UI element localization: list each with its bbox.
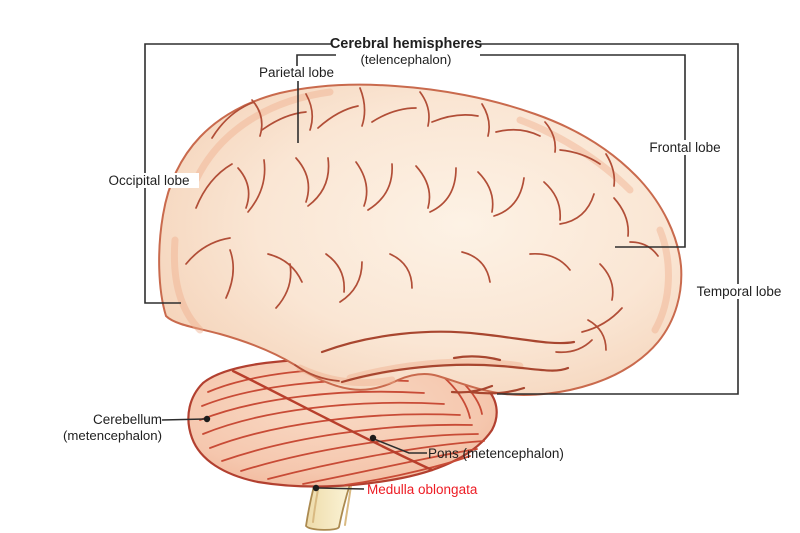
leader-medulla <box>318 487 365 490</box>
label-cerebellum: Cerebellum (metencephalon) <box>63 412 162 444</box>
label-medulla-oblongata: Medulla oblongata <box>367 482 478 497</box>
leader-dot-cerebellum <box>203 415 211 423</box>
sulci-lines-upper <box>211 87 616 187</box>
label-temporal-lobe: Temporal lobe <box>691 284 787 299</box>
cerebellum-shape <box>187 357 498 488</box>
cortex-blush-shading <box>170 88 672 387</box>
label-occipital-lobe: Occipital lobe <box>99 173 199 188</box>
label-parietal-lobe: Parietal lobe <box>258 65 334 80</box>
cerebral-hemispheres-subtitle: (telencephalon) <box>360 52 452 67</box>
cerebellum-title: Cerebellum <box>92 412 162 427</box>
label-cerebral-hemispheres: Cerebral hemispheres (telencephalon) <box>306 36 506 68</box>
label-frontal-lobe: Frontal lobe <box>643 140 727 155</box>
cerebellum-main-vein <box>231 369 434 472</box>
leader-cerebellum <box>161 418 206 421</box>
cerebellum-subtitle: (metencephalon) <box>63 428 162 443</box>
leader-dot-medulla <box>312 484 320 492</box>
leader-dot-pons <box>369 434 377 442</box>
label-pons: Pons (metencephalon) <box>428 446 564 461</box>
bracket-temporal <box>480 43 739 395</box>
leader-pons <box>373 438 427 454</box>
sulci-lines-lower <box>185 237 623 382</box>
lateral-sulcus-lines <box>320 330 576 395</box>
cerebrum-shape <box>158 83 683 396</box>
cerebral-hemispheres-title: Cerebral hemispheres <box>329 36 483 52</box>
sulci-lines-middle <box>195 157 659 257</box>
bracket-parietal-corner <box>296 54 336 66</box>
